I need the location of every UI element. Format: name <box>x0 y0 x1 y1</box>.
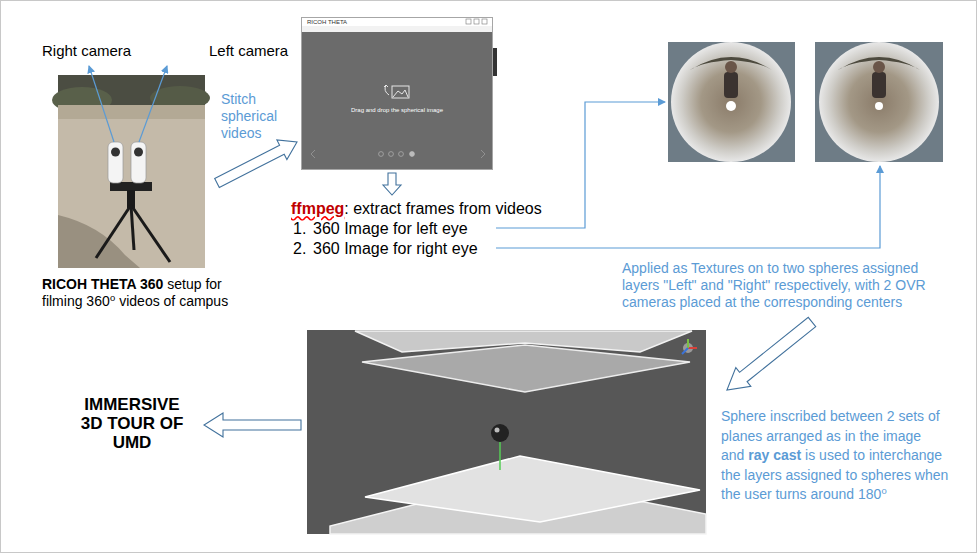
camera-photo-part <box>108 142 123 183</box>
camera-pointer-part <box>89 66 114 142</box>
unity-scene-part <box>495 428 500 433</box>
text-group: Sphere inscribed between 2 sets of plane… <box>721 407 959 505</box>
caption-heading: RICOH THETA 360 <box>42 276 163 292</box>
camera-label: Left camera <box>209 42 288 60</box>
unity-scene-part <box>687 339 689 348</box>
flow-arrow-part <box>719 313 819 400</box>
camera-photo-part <box>96 205 131 258</box>
app-window-screenshot <box>301 17 497 170</box>
camera-pointer <box>89 66 167 142</box>
fisheye-right-image-part <box>872 72 886 98</box>
app-window-screenshot-part <box>482 19 487 24</box>
flow-arrow-part <box>204 413 301 437</box>
app-window-screenshot-part <box>379 152 384 157</box>
text-group: ffmpeg: extract frames from videos <box>291 199 542 218</box>
app-window-screenshot-part-part <box>393 90 408 97</box>
camera-photo-part <box>58 105 205 119</box>
fisheye-left-image-part <box>724 72 738 98</box>
flow-arrow <box>204 413 301 437</box>
app-window-screenshot-part <box>301 17 493 170</box>
camera-photo-part <box>58 215 140 268</box>
list-item: 360 Image for right eye <box>313 239 478 258</box>
unity-scene-part <box>682 348 688 354</box>
unity-scene-part <box>307 330 706 534</box>
camera-photo-part <box>131 205 134 250</box>
app-window: RICOH THETA Drag and drop the spherical i… <box>301 17 493 170</box>
app-window-screenshot-part <box>384 85 409 98</box>
fisheye-right-image-part <box>815 42 943 162</box>
camera-photo-part <box>134 148 143 157</box>
unity-scene-part <box>491 424 509 442</box>
unity-scene-part <box>362 345 690 392</box>
flow-arrow-part <box>383 173 401 195</box>
fisheye-left-image-part <box>725 61 737 73</box>
unity-scene-part <box>688 347 697 349</box>
camera-photo-part <box>131 142 146 183</box>
app-window-screenshot-part <box>493 48 497 76</box>
fisheye-right-image-part <box>873 61 885 73</box>
list-item: 360 Image for left eye <box>313 219 468 238</box>
app-window-screenshot-part <box>301 26 493 32</box>
edge-label: Stitch spherical videos <box>221 91 293 142</box>
camera-photo <box>52 75 210 268</box>
app-window-screenshot-part <box>301 17 493 26</box>
camera-pointer-part <box>139 66 167 142</box>
camera-photo-part <box>111 148 120 157</box>
app-window-screenshot-part-part <box>385 85 389 95</box>
unity-scene-part <box>499 442 501 470</box>
window-title: RICOH THETA <box>307 18 347 26</box>
photo-node: RICOH THETA 360setup for filming 360⁰ vi… <box>58 75 205 268</box>
app-window-screenshot-part-part <box>384 85 388 87</box>
step-text: : extract frames from videos <box>344 200 541 217</box>
result-title: IMMERSIVE 3D TOUR OF UMD <box>76 395 188 452</box>
app-window-screenshot-part-part <box>392 86 409 98</box>
app-window-screenshot-part <box>481 150 485 158</box>
flow-arrow <box>215 140 297 188</box>
camera-photo-part <box>131 205 170 262</box>
flow-arrow <box>383 173 401 195</box>
app-window-screenshot-part <box>399 152 404 157</box>
fisheye-left-image <box>668 42 795 162</box>
fisheye-right-image-part <box>819 42 939 162</box>
note-text: Applied as Textures on to two spheres as… <box>622 260 954 311</box>
note-keyword: ray cast <box>748 447 801 463</box>
unity-scene <box>307 330 706 534</box>
tool-name: ffmpeg <box>291 200 344 217</box>
flow-arrow <box>719 313 819 400</box>
app-window-screenshot-part <box>311 150 315 158</box>
unity-scene-part <box>365 456 700 522</box>
list-number: 2. <box>293 239 306 258</box>
app-window-screenshot-part <box>410 152 415 157</box>
list-number: 1. <box>293 219 306 238</box>
app-window-screenshot-part <box>389 152 394 157</box>
app-window-screenshot-part <box>466 19 471 24</box>
fisheye-right-image <box>815 42 943 162</box>
fisheye-left-image-part <box>671 42 791 162</box>
drop-hint: Drag and drop the spherical image <box>302 106 492 114</box>
camera-label: Right camera <box>42 42 131 60</box>
app-window-screenshot-part <box>474 19 479 24</box>
photo-caption: RICOH THETA 360setup for filming 360⁰ vi… <box>42 276 260 310</box>
camera-photo-part <box>110 182 152 191</box>
leader-line-part <box>496 166 880 248</box>
fisheye-right-image-part <box>875 102 883 110</box>
fisheye-left-image-part <box>668 42 795 162</box>
fisheye-left-image-part <box>726 101 736 111</box>
flow-arrow-shape <box>215 140 297 188</box>
